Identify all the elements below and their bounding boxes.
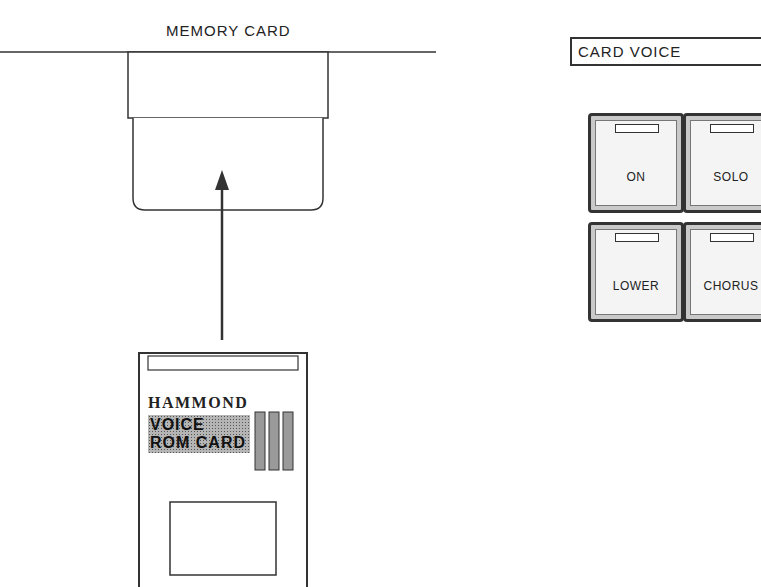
- indicator-lamp: [615, 233, 659, 242]
- card-part: [269, 412, 279, 470]
- button-label: CHORUS: [686, 279, 761, 293]
- card-part: [148, 356, 298, 370]
- button-label: LOWER: [591, 279, 681, 293]
- push-button: CHORUS: [683, 222, 761, 322]
- push-button: ON: [588, 113, 684, 213]
- card-slot: [128, 52, 328, 118]
- card-part: [170, 502, 276, 575]
- part-label: MEMORY CARD: [166, 22, 291, 39]
- button-label: SOLO: [686, 170, 761, 184]
- push-button: SOLO: [683, 113, 761, 213]
- card-part: [283, 412, 293, 470]
- insert-arrow: [221, 176, 224, 340]
- card-detail: [138, 352, 308, 587]
- push-button: LOWER: [588, 222, 684, 322]
- card-title: VOICE ROM CARD: [148, 415, 250, 453]
- indicator-lamp: [615, 124, 659, 133]
- card-part: [255, 412, 265, 470]
- slot-recess: [133, 118, 323, 210]
- arrow-head: [215, 170, 229, 190]
- panel-title-box: CARD VOICE: [570, 37, 761, 66]
- brand-logo: HAMMOND: [148, 394, 248, 412]
- indicator-lamp: [710, 124, 754, 133]
- button-label: ON: [591, 170, 681, 184]
- indicator-lamp: [710, 233, 754, 242]
- button-label: CARD VOICE: [578, 43, 681, 60]
- rom-card: HAMMOND VOICE ROM CARD: [138, 352, 308, 587]
